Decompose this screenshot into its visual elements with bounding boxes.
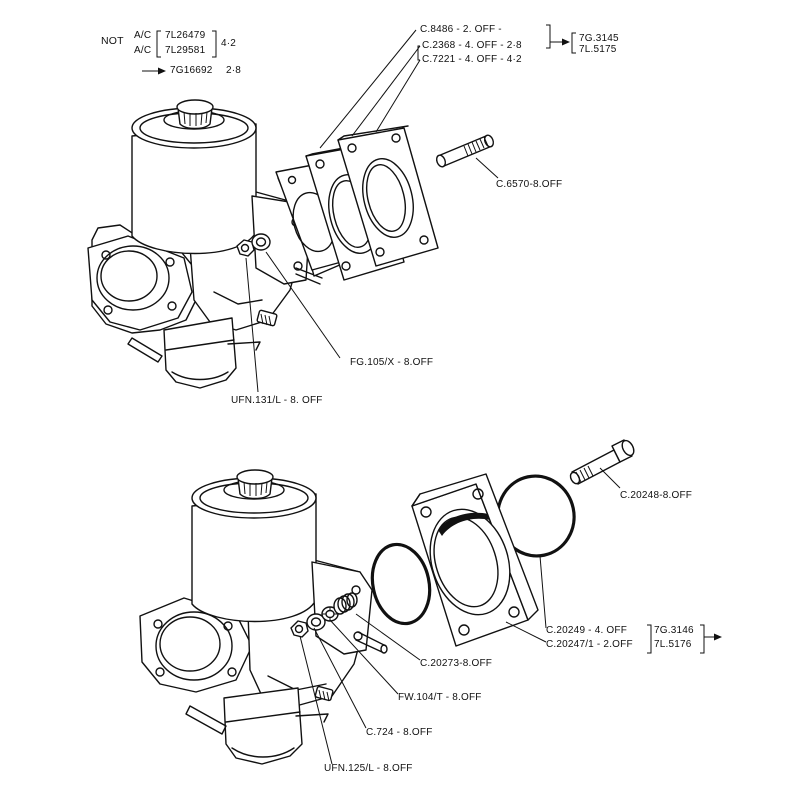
upper-damper-cap — [176, 99, 214, 130]
upper-gasket-3 — [337, 125, 439, 267]
lower-washer-label: FW.104/T - 8.OFF — [398, 692, 482, 703]
lower-insulator-block — [411, 473, 539, 647]
header-variant-42: 4·2 — [221, 38, 237, 49]
upper-washer — [251, 233, 271, 251]
upper-leaders — [245, 24, 576, 393]
upper-carburettor — [87, 99, 323, 389]
lower-ref-a: 7G.3146 — [654, 625, 694, 636]
lower-ring-label-1: C.20249 - 4. OFF — [546, 625, 628, 636]
header-part-3: 7G16692 — [170, 65, 213, 76]
upper-nut-washer — [236, 233, 271, 257]
lower-plain-washer — [306, 613, 326, 631]
header-arrow — [142, 67, 166, 75]
lower-ring-label-2: C.20247/1 - 2.OFF — [546, 639, 633, 650]
lower-leaders — [299, 467, 722, 765]
upper-gasket-label-2: C.2368 - 4. OFF - 2·8 — [422, 40, 522, 51]
header-bracket — [156, 30, 217, 58]
lower-stud-label: C.20248-8.OFF — [620, 490, 693, 501]
upper-nut-label: UFN.131/L - 8. OFF — [231, 395, 323, 406]
lower-ref-b: 7L.5176 — [654, 639, 692, 650]
lower-plain-washer-label: C.724 - 8.OFF — [366, 727, 433, 738]
lower-stud — [569, 439, 635, 485]
header-not-label: NOT — [101, 35, 124, 47]
lower-adjust-screw — [314, 685, 334, 702]
upper-stud-label: C.6570-8.OFF — [496, 179, 563, 190]
upper-gasket-label-1: C.8486 - 2. OFF - — [420, 24, 502, 35]
lower-o-ring-1 — [370, 542, 432, 626]
upper-adjust-screw — [256, 309, 278, 327]
upper-ref-a: 7G.3145 — [579, 33, 619, 44]
upper-ref-b: 7L.5175 — [579, 44, 617, 55]
header-variant-28: 2·8 — [226, 65, 242, 76]
upper-stud — [435, 134, 495, 168]
lower-spring-label: C.20273-8.OFF — [420, 658, 493, 669]
upper-nut — [236, 239, 255, 257]
lower-damper-cap — [236, 469, 274, 500]
lower-spring — [333, 592, 358, 615]
lower-nut — [290, 620, 309, 638]
lower-carburettor — [139, 469, 388, 765]
lower-nut-label: UFN.125/L - 8.OFF — [324, 763, 413, 774]
header-ac-label-2: A/C — [134, 45, 152, 56]
header-part-1: 7L26479 — [165, 30, 206, 41]
upper-gasket-label-3: C.7221 - 4. OFF - 4·2 — [422, 54, 522, 65]
header-ac-label-1: A/C — [134, 30, 152, 41]
lower-shakeproof-washer — [321, 606, 339, 622]
header-part-2: 7L29581 — [165, 45, 206, 56]
upper-washer-label: FG.105/X - 8.OFF — [350, 357, 434, 368]
